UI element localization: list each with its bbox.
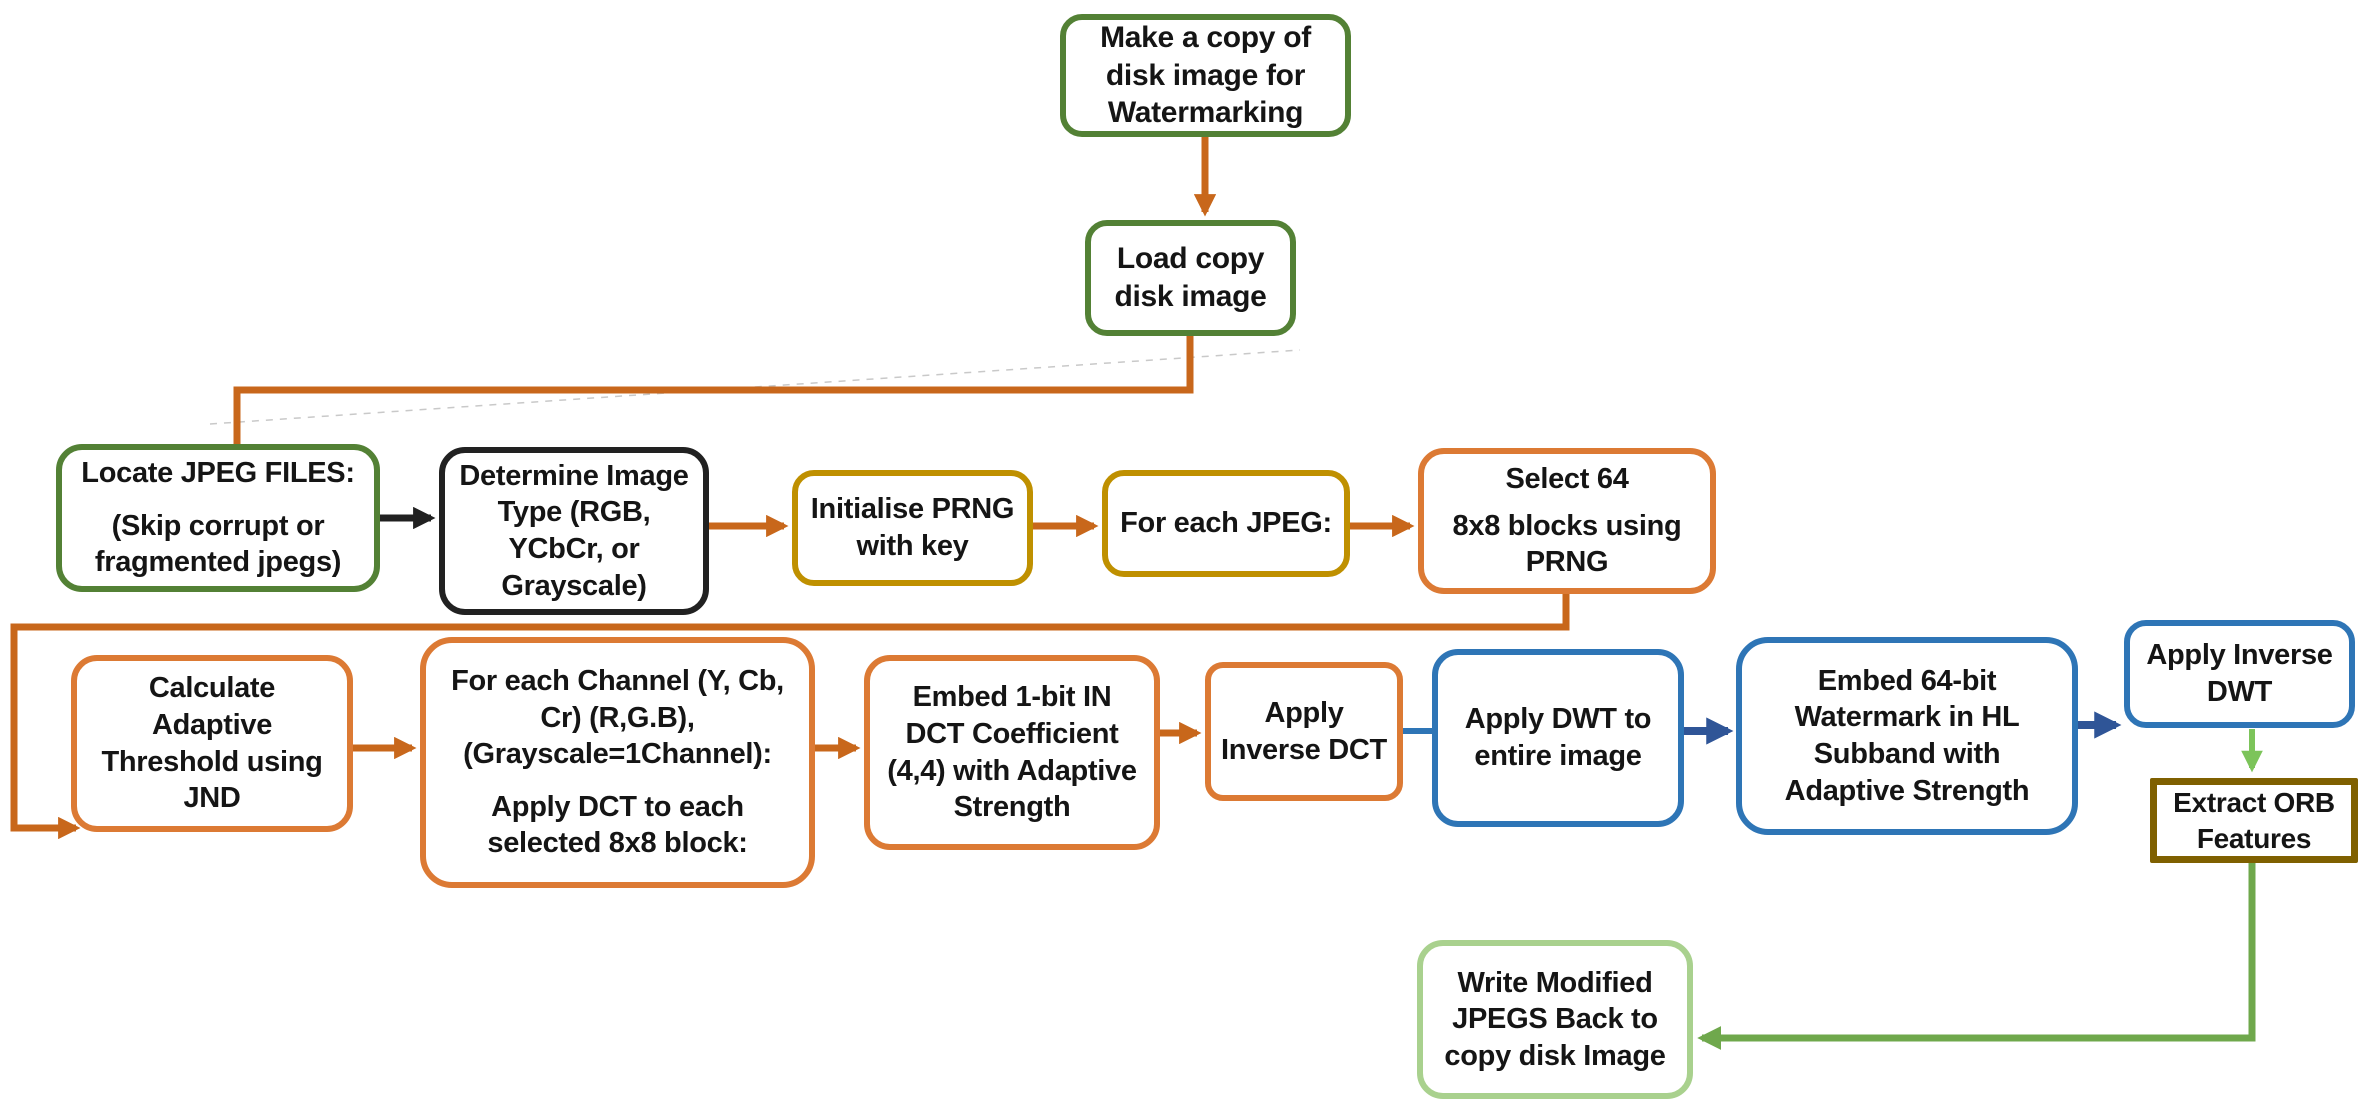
node-for-each-channel: For each Channel (Y, Cb, Cr) (R,G.B), (G… — [420, 637, 815, 888]
node-load-copy-label: Load copy disk image — [1114, 242, 1267, 313]
node-initialise-prng: Initialise PRNG with key — [792, 470, 1033, 586]
node-locate-jpeg-label-2: (Skip corrupt or fragmented jpegs) — [94, 509, 342, 579]
node-load-copy: Load copy disk image — [1085, 220, 1296, 336]
node-apply-inverse-dct-label: Apply Inverse DCT — [1221, 696, 1387, 766]
node-for-each-jpeg: For each JPEG: — [1102, 470, 1350, 577]
node-for-each-jpeg-label: For each JPEG: — [1120, 507, 1332, 540]
node-embed-64bit-label: Embed 64-bit Watermark in HL Subband wit… — [1784, 664, 2030, 807]
node-initialise-prng-label: Initialise PRNG with key — [810, 493, 1015, 562]
node-select-64-blocks: Select 64 8x8 blocks using PRNG — [1418, 448, 1716, 594]
node-select-64-label-1: Select 64 — [1505, 463, 1629, 496]
edge-load-copy-to-locate-jpeg — [233, 336, 1194, 444]
node-apply-inverse-dct: Apply Inverse DCT — [1205, 662, 1403, 801]
node-apply-inverse-dwt-label: Apply Inverse DWT — [2146, 639, 2333, 708]
node-write-modified-label: Write Modified JPEGS Back to copy disk I… — [1444, 966, 1666, 1072]
edge-select-64-to-calc-threshold — [10, 594, 1570, 840]
node-write-modified-jpegs: Write Modified JPEGS Back to copy disk I… — [1417, 940, 1693, 1099]
node-apply-inverse-dwt: Apply Inverse DWT — [2124, 620, 2355, 728]
node-calculate-threshold-label: Calculate Adaptive Threshold using JND — [101, 672, 323, 815]
node-calculate-threshold: Calculate Adaptive Threshold using JND — [71, 655, 353, 832]
node-for-each-channel-label-1: For each Channel (Y, Cb, Cr) (R,G.B), (G… — [451, 665, 784, 771]
node-embed-64bit-watermark: Embed 64-bit Watermark in HL Subband wit… — [1736, 637, 2078, 835]
node-for-each-channel-label-2: Apply DCT to each selected 8x8 block: — [487, 790, 748, 860]
node-embed-1bit-dct: Embed 1-bit IN DCT Coefficient (4,4) wit… — [864, 655, 1160, 850]
node-make-copy: Make a copy of disk image for Watermarki… — [1060, 14, 1351, 137]
node-locate-jpeg-label-1: Locate JPEG FILES: — [81, 457, 355, 490]
edge-extract-orb-to-write-modified — [1697, 863, 2256, 1050]
node-extract-orb-label: Extract ORB Features — [2173, 787, 2335, 854]
node-select-64-label-2: 8x8 blocks using PRNG — [1452, 509, 1682, 579]
node-apply-dwt: Apply DWT to entire image — [1432, 649, 1684, 827]
node-extract-orb-features: Extract ORB Features — [2150, 778, 2358, 863]
node-determine-label: Determine Image Type (RGB, YCbCr, or Gra… — [459, 459, 689, 602]
node-locate-jpeg: Locate JPEG FILES: (Skip corrupt or frag… — [56, 444, 380, 592]
node-make-copy-label: Make a copy of disk image for Watermarki… — [1100, 20, 1311, 130]
node-determine-image-type: Determine Image Type (RGB, YCbCr, or Gra… — [439, 447, 709, 615]
node-apply-dwt-label: Apply DWT to entire image — [1464, 703, 1652, 772]
node-embed-1bit-label: Embed 1-bit IN DCT Coefficient (4,4) wit… — [887, 681, 1137, 824]
